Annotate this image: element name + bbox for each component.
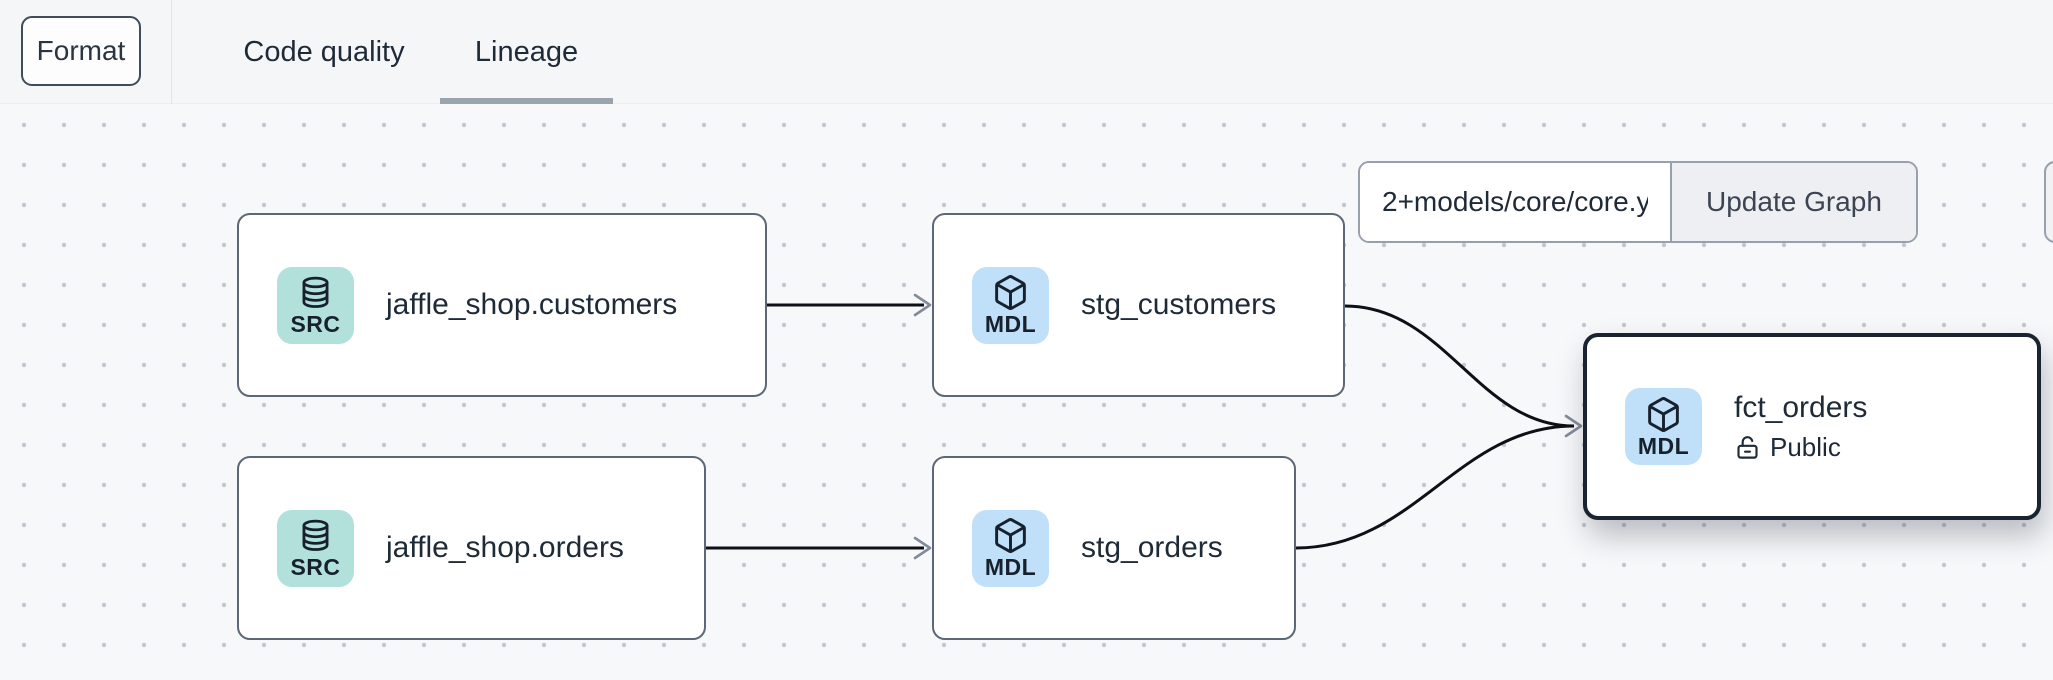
access-row: Public [1734,432,1867,463]
node-stg-customers[interactable]: MDL stg_customers [932,213,1345,397]
node-title: stg_orders [1081,531,1223,564]
source-badge: SRC [277,266,354,344]
cutoff-button[interactable] [2044,161,2053,243]
arrowhead-icon [1564,414,1583,438]
badge-label: MDL [1637,432,1690,459]
lineage-canvas[interactable]: SRC jaffle_shop.customers MDL stg_custom… [0,104,2053,680]
badge-label: MDL [984,554,1037,580]
database-icon [302,276,329,308]
update-graph-button[interactable]: Update Graph [1670,163,1916,241]
toolbar-divider [171,0,172,104]
graph-selector-control: Update Graph [1358,161,1918,243]
node-title: jaffle_shop.customers [386,288,678,321]
cube-icon [995,518,1026,553]
node-title: fct_orders [1734,390,1868,424]
edge-stg-orders-to-fct-orders [1295,424,1575,550]
database-icon [302,519,329,551]
toolbar: Format Code quality Lineage [0,0,2053,104]
arrowhead-icon [913,293,932,317]
badge-label: SRC [290,311,341,337]
source-badge: SRC [277,509,354,587]
format-button[interactable]: Format [21,16,141,86]
tab-code-quality[interactable]: Code quality [214,0,434,104]
model-badge: MDL [972,509,1049,587]
cube-icon [995,275,1026,310]
node-title: stg_customers [1081,288,1277,321]
active-tab-underline [440,98,613,104]
cube-icon [1648,396,1679,432]
node-fct-orders[interactable]: MDL fct_orders Public [1583,333,2041,520]
unlock-icon [1737,435,1758,459]
access-label: Public [1770,431,1841,462]
node-title: jaffle_shop.orders [386,531,624,564]
badge-label: MDL [984,311,1037,337]
tab-code-quality-label: Code quality [243,35,405,68]
selector-input[interactable] [1360,163,1670,241]
tab-lineage-label: Lineage [474,35,579,68]
badge-label: SRC [290,554,341,580]
tab-lineage[interactable]: Lineage [440,0,613,104]
node-jaffle-shop-orders[interactable]: SRC jaffle_shop.orders [237,456,706,640]
edge-stg-customers-to-fct-orders [1344,304,1575,428]
arrowhead-icon [913,536,932,560]
node-stg-orders[interactable]: MDL stg_orders [932,456,1296,640]
model-badge: MDL [1625,388,1702,465]
model-badge: MDL [972,266,1049,344]
node-jaffle-shop-customers[interactable]: SRC jaffle_shop.customers [237,213,767,397]
